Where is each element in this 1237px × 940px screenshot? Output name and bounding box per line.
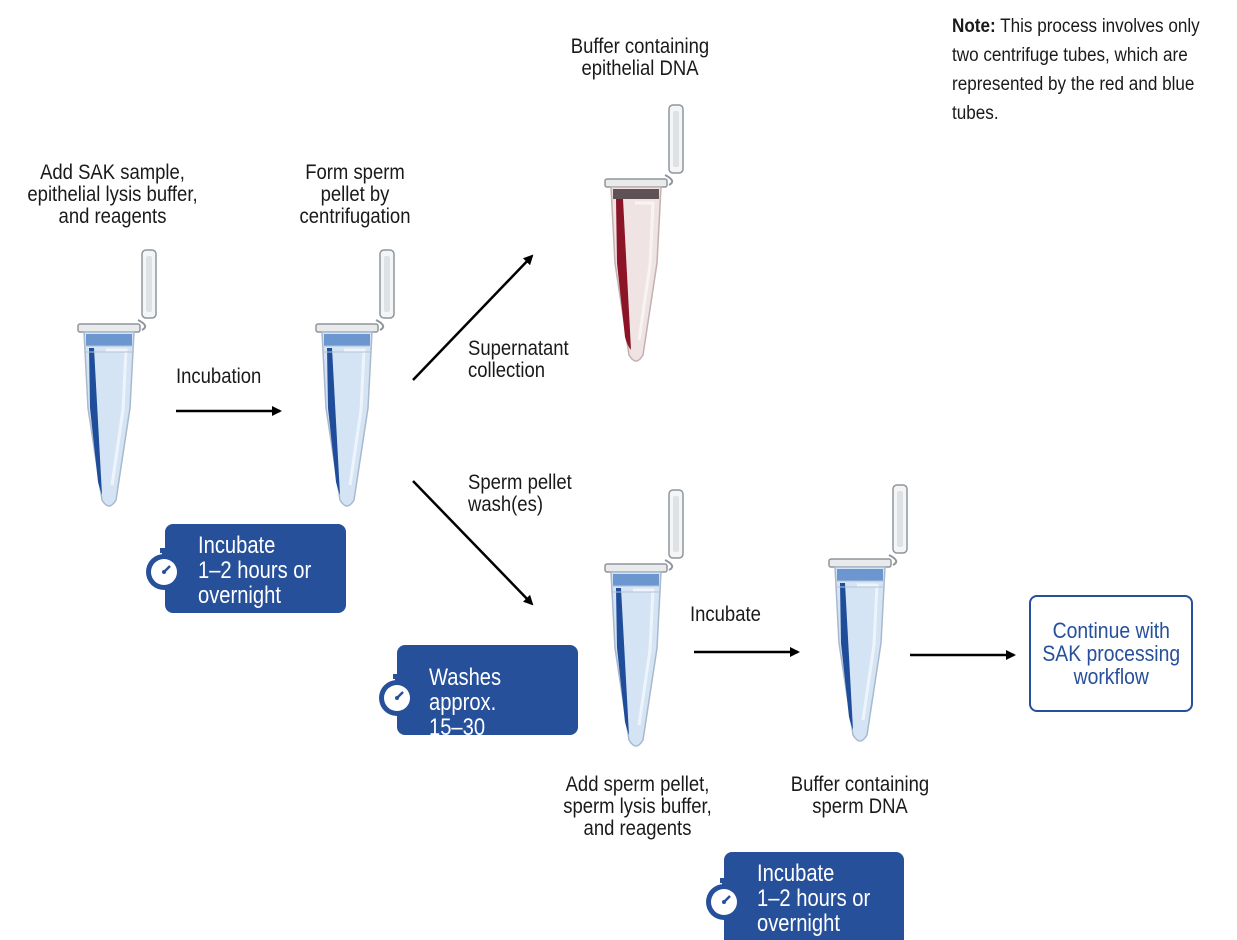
timer-washes: Washes approx. 15–30 minutes (397, 645, 578, 765)
timer-incubate-2: Incubate 1–2 hours or overnight (724, 852, 904, 940)
incubation-label: Incubation (176, 365, 262, 388)
stopwatch-icon (379, 674, 415, 716)
tube-sperm-pellet (314, 248, 396, 508)
tube-sak-sample (76, 248, 158, 508)
timer-washes-text: Washes approx. 15–30 minutes (429, 664, 502, 766)
supernatant-label: Supernatant collection (468, 337, 569, 382)
note-body: This process involves only two centrifug… (952, 16, 1200, 124)
sperm-wash-label: Sperm pellet wash(es) (468, 471, 572, 516)
timer-incubate-2-text: Incubate 1–2 hours or overnight (757, 860, 871, 937)
tube-epithelial-dna (603, 103, 685, 363)
tube-sperm-lysis (603, 488, 685, 748)
timer-incubate-1: Incubate 1–2 hours or overnight (165, 524, 346, 613)
continue-workflow-text: Continue with SAK processing workflow (1042, 618, 1180, 689)
step-form-pellet-label: Form sperm pellet by centrifugation (299, 161, 411, 228)
note-text: Note: This process involves only two cen… (952, 12, 1213, 128)
timer-incubate-1-text: Incubate 1–2 hours or overnight (198, 532, 312, 609)
step-add-sperm-pellet-label: Add sperm pellet, sperm lysis buffer, an… (563, 773, 712, 840)
sperm-wash-arrow (412, 480, 534, 606)
step-buffer-sperm-label: Buffer containing sperm DNA (790, 773, 930, 818)
stopwatch-icon (706, 878, 742, 920)
incubate-label: Incubate (690, 603, 761, 626)
step-add-sak-label: Add SAK sample, epithelial lysis buffer,… (27, 161, 198, 228)
note-prefix: Note: (952, 16, 996, 37)
continue-workflow-box: Continue with SAK processing workflow (1029, 595, 1193, 712)
step-buffer-epithelial-label: Buffer containing epithelial DNA (570, 35, 710, 80)
tube-sperm-dna (827, 483, 909, 743)
supernatant-arrow (412, 254, 534, 381)
stopwatch-icon (146, 548, 182, 590)
